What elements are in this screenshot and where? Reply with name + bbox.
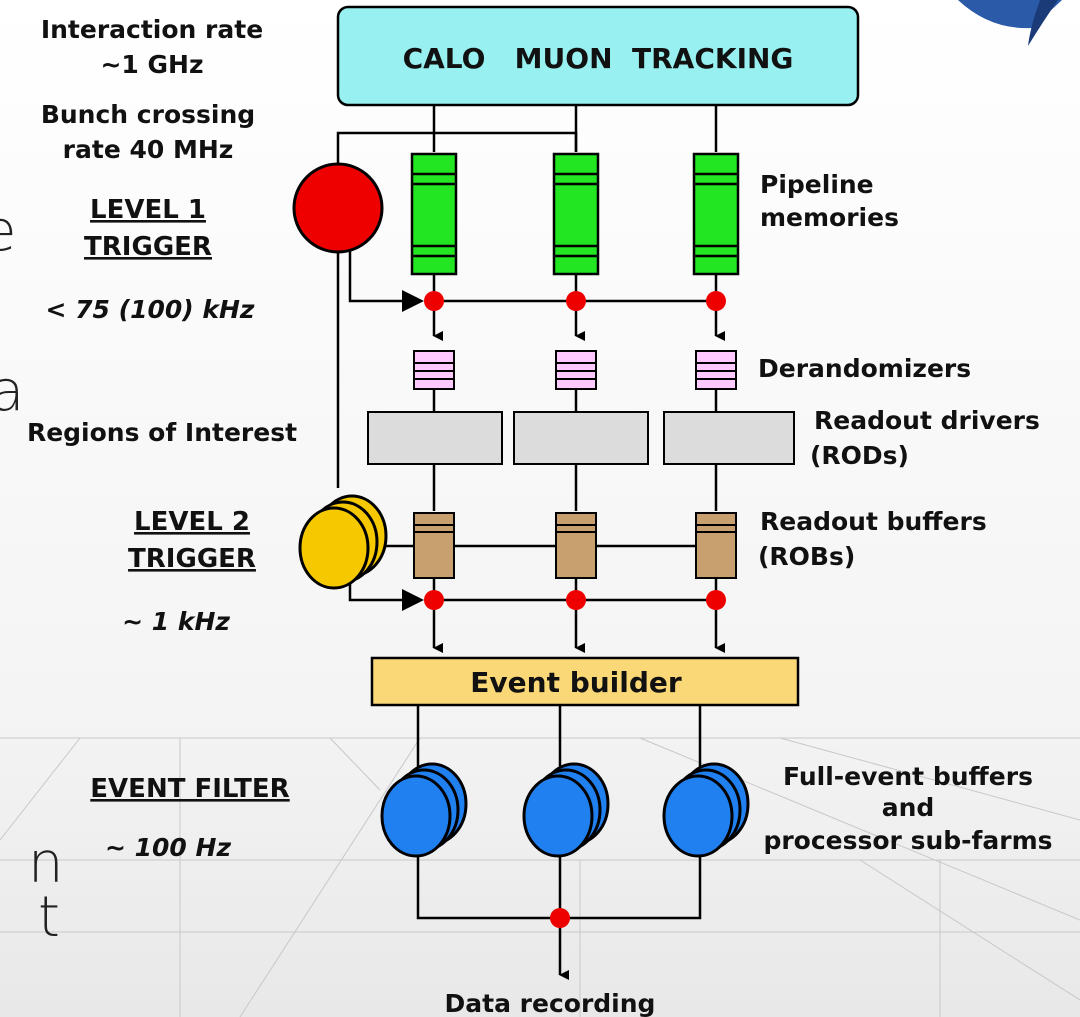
level1-trigger-icon	[292, 162, 384, 254]
bunch-crossing-line1: Bunch crossing	[41, 100, 255, 129]
bunch-crossing-line2: rate 40 MHz	[63, 135, 234, 164]
level1-title-line1: LEVEL 1	[90, 195, 206, 225]
event-filter-rate: ~ 100 Hz	[105, 833, 231, 862]
corner-swoosh-accent	[1028, 0, 1058, 46]
level2-rate: ~ 1 kHz	[122, 607, 230, 636]
fragment-3: n	[28, 831, 64, 896]
interaction-rate-line1: Interaction rate	[41, 15, 263, 44]
fragment-4: t	[38, 885, 60, 950]
event-filter-label: EVENT FILTER	[90, 774, 289, 804]
pipeline-memories	[410, 152, 740, 276]
junction-dots	[424, 291, 726, 928]
background-grid	[0, 737, 1080, 1017]
level1-rate: < 75 (100) kHz	[46, 295, 255, 324]
detector-box	[336, 5, 860, 107]
readout-buffers	[413, 512, 737, 579]
event-builder-box	[370, 656, 800, 707]
readout-drivers	[367, 411, 795, 465]
readout-drivers-label-line2: (RODs)	[810, 441, 909, 470]
regions-of-interest-label: Regions of Interest	[27, 418, 297, 447]
event-builder-label: Event builder	[470, 666, 682, 699]
derandomizers	[413, 350, 737, 390]
interaction-rate-line2: ~1 GHz	[100, 50, 203, 79]
readout-buffers-label-line2: (ROBs)	[758, 542, 855, 571]
level1-accept-arrowhead	[402, 290, 424, 312]
readout-drivers-label-line1: Readout drivers	[814, 406, 1040, 435]
full-event-label-line3: processor sub-farms	[763, 826, 1052, 855]
fragment-2: a	[0, 359, 24, 424]
level1-title-line2: TRIGGER	[84, 232, 212, 262]
event-filter-farms	[380, 762, 750, 858]
level2-trigger-icon	[298, 494, 388, 590]
level2-accept-arrowhead	[402, 589, 424, 611]
full-event-label-line2: and	[882, 793, 935, 822]
level2-title-line1: LEVEL 2	[134, 507, 250, 537]
full-event-label-line1: Full-event buffers	[783, 762, 1033, 791]
level2-title-line2: TRIGGER	[128, 544, 256, 574]
data-recording-label: Data recording	[445, 989, 656, 1017]
derandomizers-label: Derandomizers	[758, 354, 971, 383]
fragment-1: e	[0, 199, 16, 264]
pipeline-label-line2: memories	[760, 203, 899, 232]
pipeline-label-line1: Pipeline	[760, 170, 874, 199]
readout-buffers-label-line1: Readout buffers	[760, 507, 987, 536]
detector-label: CALO MUON TRACKING	[403, 42, 794, 75]
